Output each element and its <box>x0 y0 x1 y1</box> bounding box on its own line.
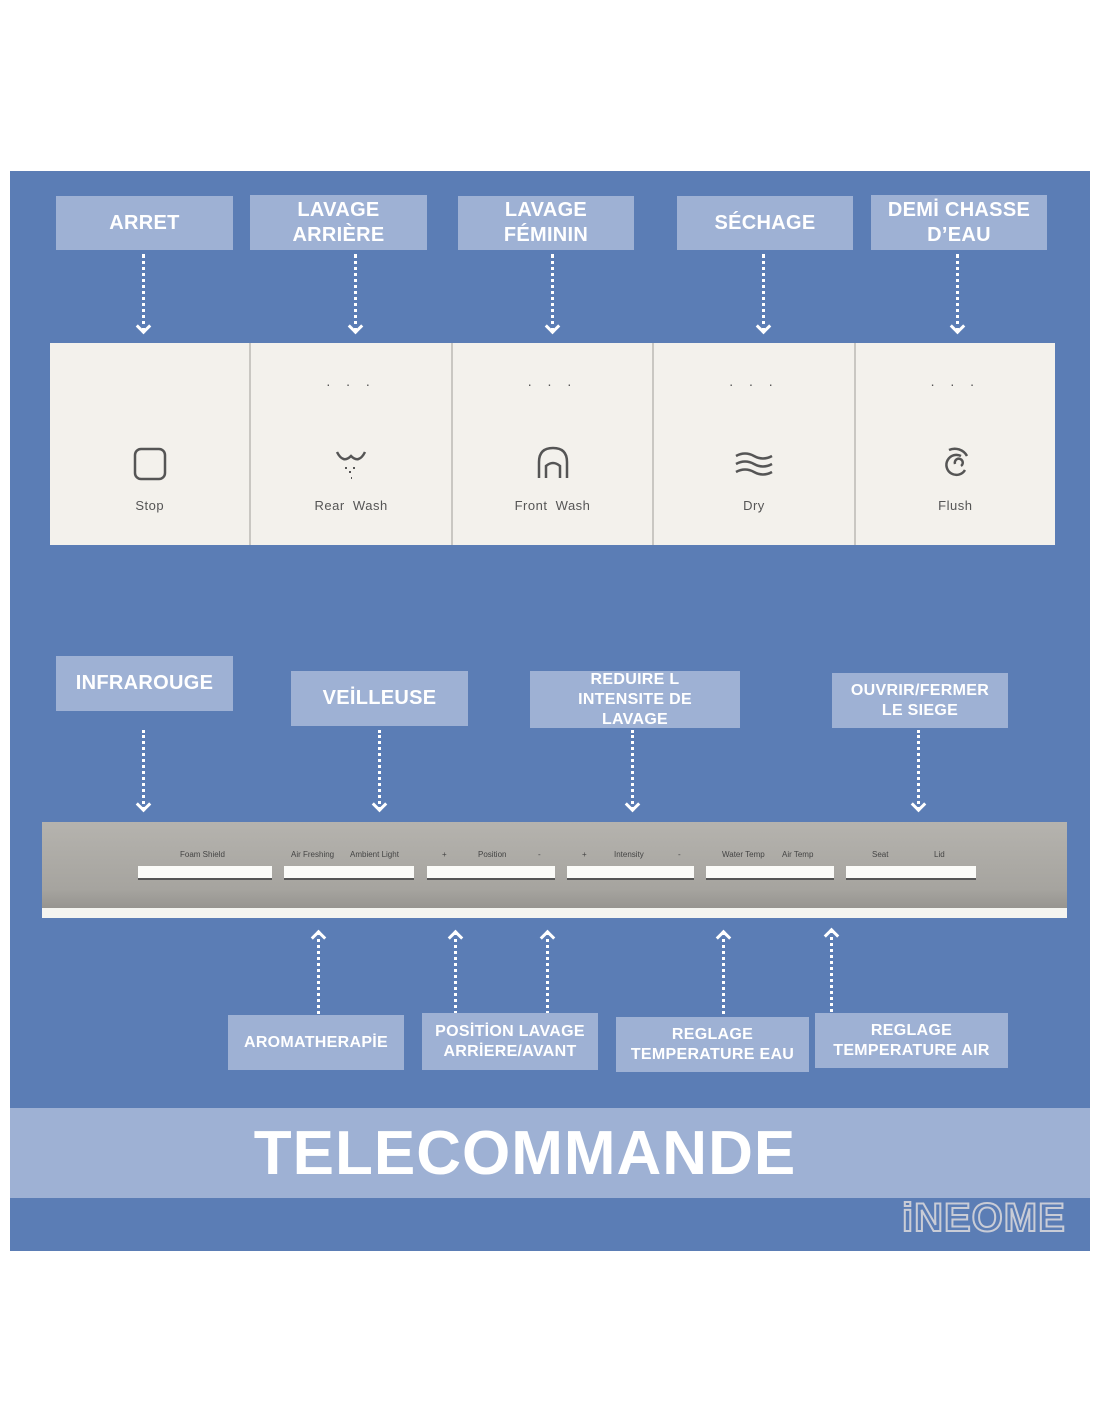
label-temperature-air: REGLAGE TEMPERATURE AIR <box>815 1013 1008 1068</box>
arrow-up <box>722 932 725 1014</box>
dry-button[interactable]: . . . Dry <box>654 343 856 545</box>
intensity-text: Intensity <box>614 850 644 859</box>
arrow-down <box>631 730 634 810</box>
label-veilleuse: VEİLLEUSE <box>291 671 468 726</box>
dots: . . . <box>326 373 376 389</box>
arrow-down <box>956 254 959 332</box>
front-wash-button[interactable]: . . . Front Wash <box>452 343 655 545</box>
intensity-key[interactable] <box>567 866 694 880</box>
flush-label: Flush <box>938 498 973 513</box>
seat-text: Seat <box>872 850 889 859</box>
dots: . . . <box>930 373 981 389</box>
minus-text: - <box>678 850 681 859</box>
control-bar-photo: Foam Shield Air Freshing Ambient Light +… <box>42 822 1067 918</box>
lid-text: Lid <box>934 850 945 859</box>
label-temperature-eau: REGLAGE TEMPERATURE EAU <box>616 1017 809 1072</box>
arrow-down <box>378 730 381 810</box>
remote-buttons-photo: Stop . . . Rear Wash . . . Front Wash . … <box>50 343 1056 545</box>
square-icon <box>133 447 166 481</box>
dots: . . . <box>527 373 578 389</box>
stop-label: Stop <box>135 498 165 513</box>
position-text: Position <box>478 850 507 859</box>
temp-key[interactable] <box>706 866 834 880</box>
label-sechage: SÉCHAGE <box>677 196 853 250</box>
arrow-up <box>317 932 320 1014</box>
label-position-lavage: POSİTİON LAVAGE ARRİERE/AVANT <box>422 1013 598 1070</box>
front-wash-icon <box>537 446 568 478</box>
arrow-down <box>354 254 357 332</box>
seat-lid-key[interactable] <box>846 866 976 880</box>
label-ouvrir-fermer: OUVRIR/FERMER LE SIEGE <box>832 673 1008 728</box>
arrow-down <box>142 254 145 332</box>
arrow-down <box>762 254 765 332</box>
foam-shield-key[interactable] <box>138 866 272 880</box>
air-light-key[interactable] <box>284 866 414 880</box>
bar-base <box>42 908 1067 918</box>
waves-icon <box>735 452 773 476</box>
label-reduire-intensite: REDUIRE L INTENSITE DE LAVAGE <box>530 671 740 728</box>
front-wash-label: Front Wash <box>514 498 591 513</box>
rear-wash-button[interactable]: . . . Rear Wash <box>251 343 453 545</box>
label-lavage-feminin: LAVAGE FÉMININ <box>458 196 634 250</box>
arrow-down <box>551 254 554 332</box>
air-freshing-text: Air Freshing <box>291 850 335 859</box>
arrow-up <box>546 932 549 1014</box>
rear-wash-icon <box>335 451 367 479</box>
label-aromatherapie: AROMATHERAPİE <box>228 1015 404 1070</box>
foam-shield-text: Foam Shield <box>180 850 225 859</box>
label-infrarouge: INFRAROUGE <box>56 656 233 711</box>
position-key[interactable] <box>427 866 555 880</box>
plus-text: + <box>582 850 587 859</box>
arrow-up <box>454 932 457 1014</box>
ambient-light-text: Ambient Light <box>350 850 399 859</box>
minus-text: - <box>538 850 541 859</box>
brand-logo: iNEOME <box>901 1195 1066 1241</box>
water-temp-text: Water Temp <box>722 850 765 859</box>
title-banner: TELECOMMANDE <box>10 1108 1090 1198</box>
air-temp-text: Air Temp <box>782 850 814 859</box>
label-arret: ARRET <box>56 196 233 250</box>
plus-text: + <box>442 850 447 859</box>
swirl-icon <box>945 447 969 477</box>
arrow-up <box>830 930 833 1012</box>
dry-label: Dry <box>743 498 765 513</box>
rear-wash-label: Rear Wash <box>314 498 388 513</box>
label-demi-chasse: DEMİ CHASSE D’EAU <box>871 195 1047 250</box>
flush-button[interactable]: . . . Flush <box>855 343 1056 545</box>
dots: . . . <box>729 373 779 389</box>
arrow-down <box>917 730 920 810</box>
stop-button[interactable]: Stop <box>50 343 252 545</box>
page-title: TELECOMMANDE <box>253 1118 797 1188</box>
label-lavage-arriere: LAVAGE ARRIÈRE <box>250 195 427 250</box>
arrow-down <box>142 730 145 810</box>
